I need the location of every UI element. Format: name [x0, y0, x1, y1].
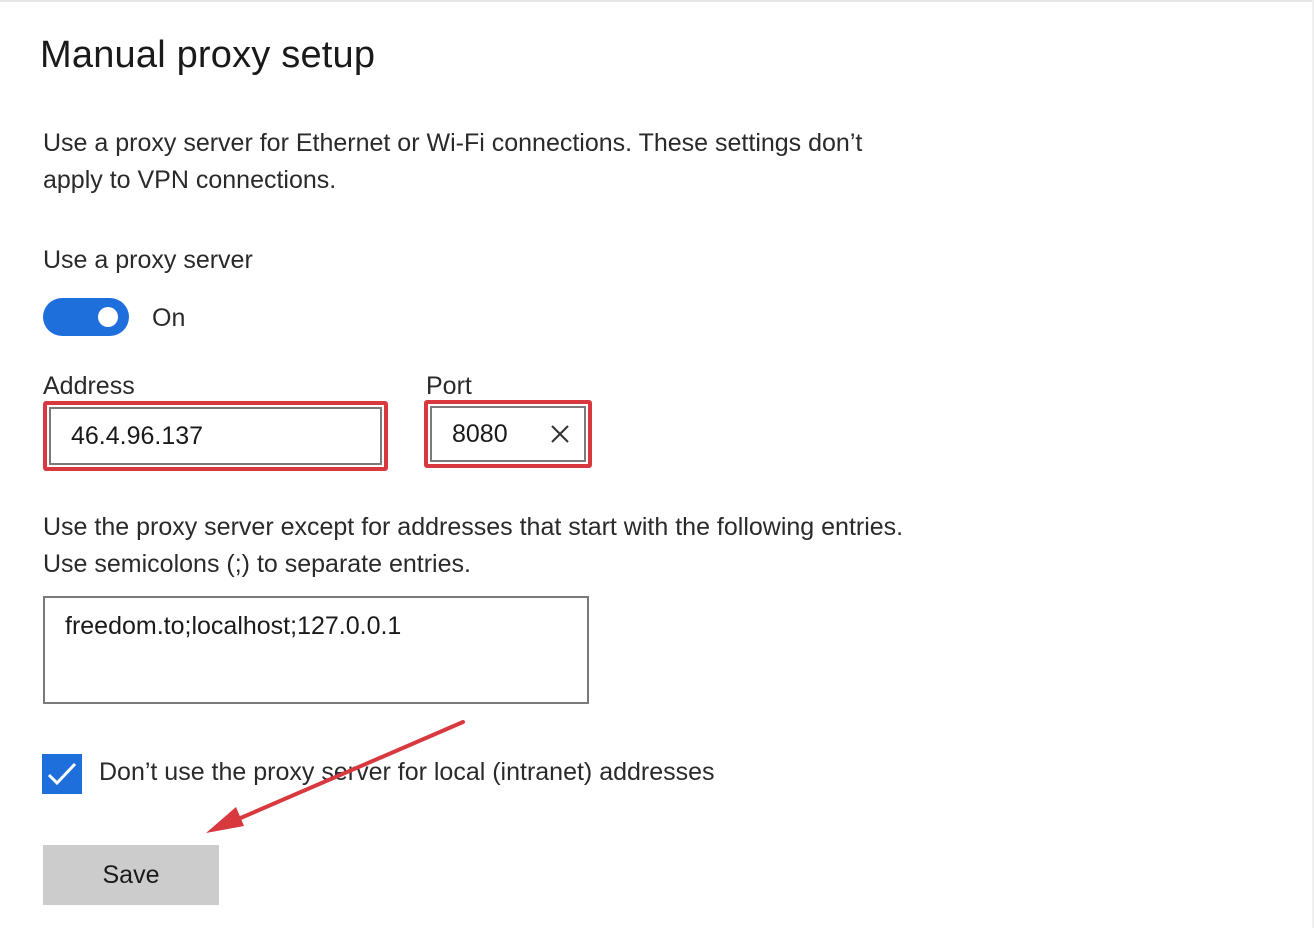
top-border: [0, 0, 1314, 2]
save-button[interactable]: Save: [43, 845, 219, 905]
use-proxy-toggle[interactable]: [43, 298, 129, 336]
exceptions-input[interactable]: freedom.to;localhost;127.0.0.1: [43, 596, 589, 704]
port-label: Port: [426, 372, 472, 400]
local-bypass-label: Don’t use the proxy server for local (in…: [99, 758, 715, 786]
toggle-state-label: On: [152, 304, 186, 332]
address-highlight-box: [43, 401, 388, 471]
address-input[interactable]: [49, 407, 382, 465]
right-border: [1312, 0, 1314, 928]
toggle-knob: [98, 307, 118, 327]
page-title: Manual proxy setup: [40, 34, 376, 76]
use-proxy-label: Use a proxy server: [43, 246, 253, 274]
page-description: Use a proxy server for Ethernet or Wi-Fi…: [43, 129, 863, 194]
address-label: Address: [43, 372, 135, 400]
port-highlight-box: [424, 400, 592, 468]
local-bypass-checkbox[interactable]: [42, 754, 82, 794]
checkmark-icon: [47, 762, 77, 786]
close-icon[interactable]: [548, 422, 572, 446]
exceptions-description: Use the proxy server except for addresse…: [43, 513, 904, 578]
